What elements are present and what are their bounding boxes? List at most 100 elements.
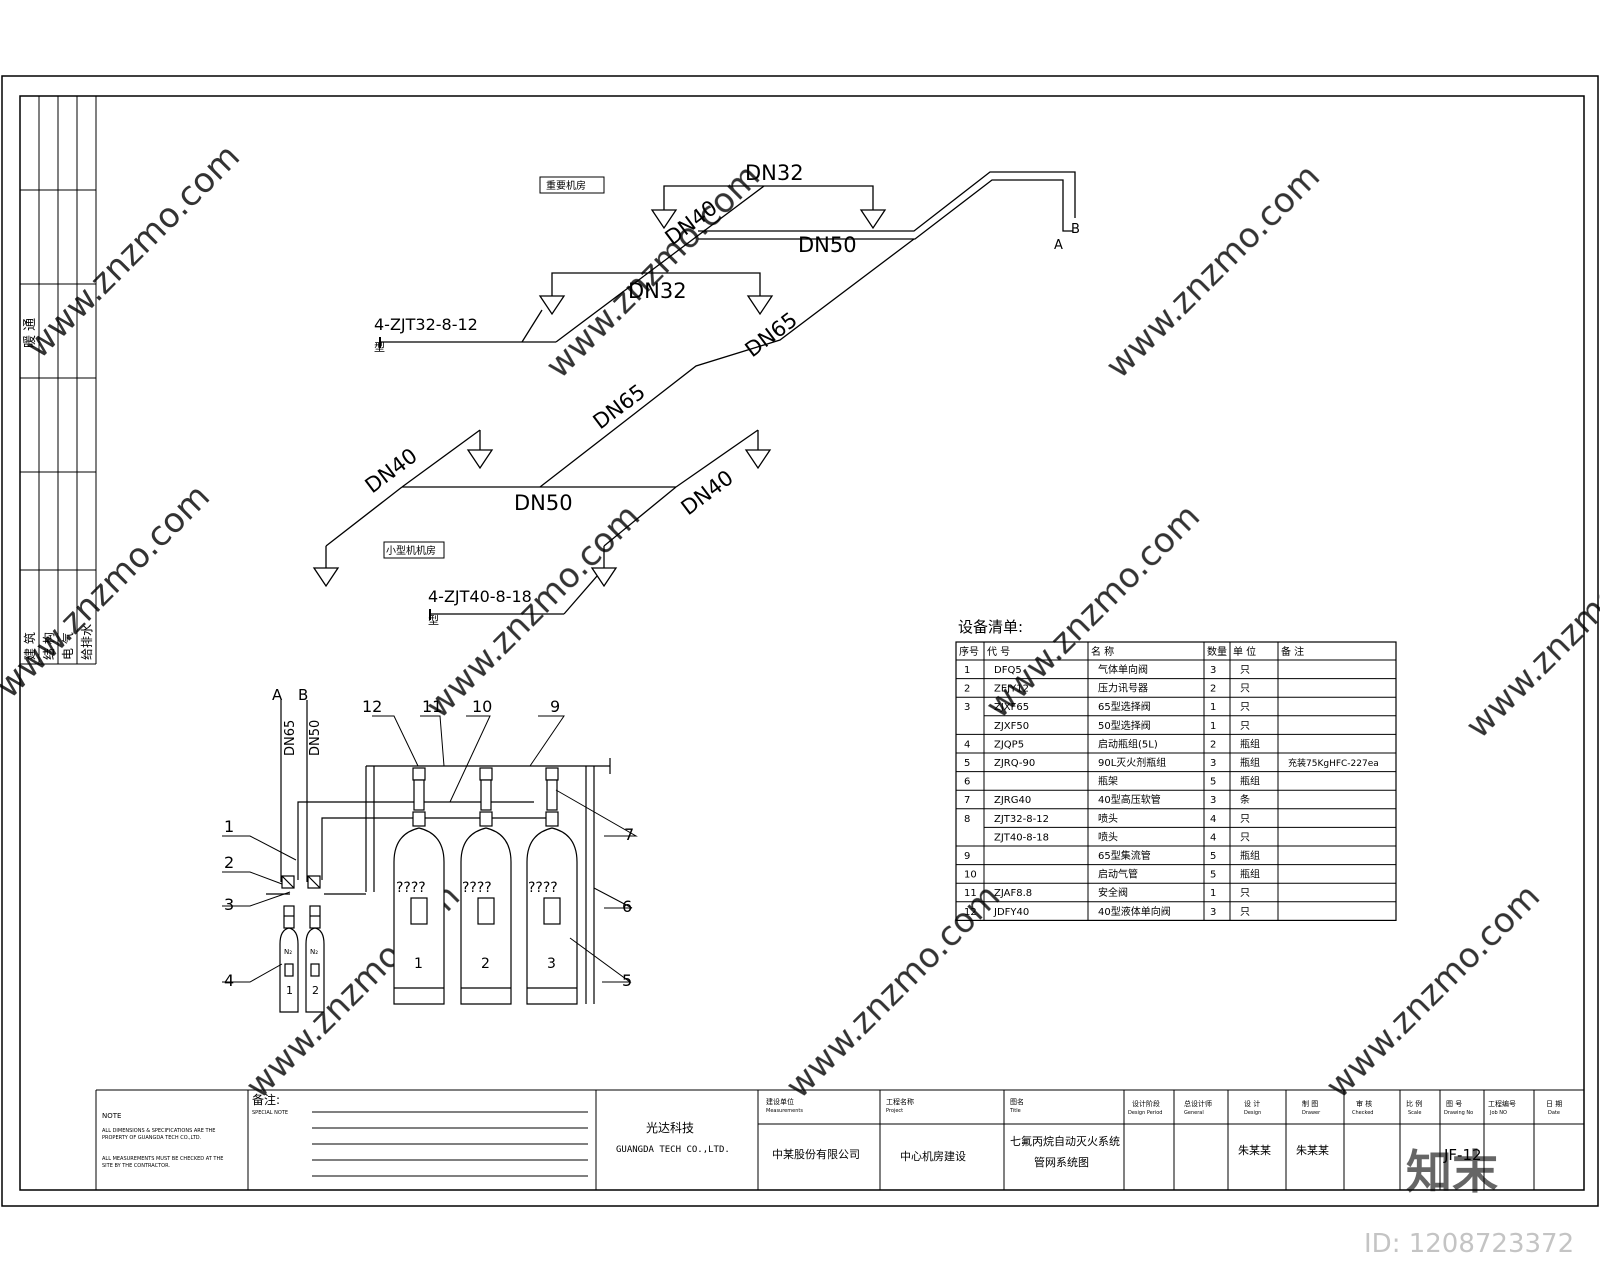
- table-cell: 6: [964, 777, 970, 788]
- agent-tank-mark-3: ????: [528, 880, 558, 896]
- strip-label-structure: 结 构: [41, 632, 56, 660]
- drawn-label: 制 图: [1302, 1099, 1318, 1108]
- callout-leaders: [222, 715, 638, 983]
- company-cn: 光达科技: [646, 1121, 694, 1135]
- room-label-upper: 重要机房: [546, 179, 586, 192]
- label-dn50-top: DN50: [798, 233, 857, 257]
- scale-sub: Scale: [1408, 1110, 1421, 1116]
- watermark: www.znzmo.com: [1458, 516, 1600, 746]
- table-cell: 1: [1210, 721, 1216, 732]
- callout-7: 7: [624, 825, 634, 844]
- note-line-2: PROPERTY OF GUANGDA TECH CO.,LTD.: [102, 1135, 202, 1141]
- table-cell: 3: [1210, 907, 1216, 918]
- supply-pipe-b: B: [298, 686, 308, 704]
- project-sub: Project: [886, 1108, 903, 1114]
- table-cell: 40型液体单向阀: [1098, 905, 1171, 918]
- inner-frame: [19, 95, 1585, 1191]
- label-dn40-left: DN40: [361, 444, 422, 498]
- date-sub: Date: [1548, 1110, 1560, 1116]
- watermark-layer: www.znzmo.com www.znzmo.com www.znzmo.co…: [0, 136, 1600, 1106]
- nozzle-model-lower: 4-ZJT40-8-18: [428, 587, 532, 606]
- remarks-label: 备注:: [252, 1092, 280, 1107]
- table-cell: 只: [1240, 832, 1250, 843]
- note-line-1: ALL DIMENSIONS & SPECIFICATIONS ARE THE: [102, 1128, 215, 1134]
- strip-label-hvac: 暖 通: [23, 318, 38, 348]
- table-cell: ZJRG40: [994, 795, 1031, 806]
- table-cell: 65型集流管: [1098, 849, 1151, 862]
- drawing-no-value: JF-12: [1443, 1146, 1482, 1164]
- nozzle-model-upper-suffix: 型: [374, 340, 385, 354]
- image-id: ID: 1208723372: [1364, 1229, 1574, 1259]
- table-cell: 只: [1240, 702, 1250, 713]
- nozzle-icon: [744, 449, 772, 470]
- watermark: www.znzmo.com: [1098, 156, 1328, 386]
- title-value-1: 七氟丙烷自动灭火系统: [1010, 1134, 1120, 1148]
- checked-label: 审 核: [1356, 1099, 1372, 1108]
- table-cell: 5: [1210, 851, 1216, 862]
- callout-9: 9: [550, 697, 560, 716]
- table-cell: 5: [964, 758, 970, 769]
- callout-12: 12: [362, 697, 382, 716]
- label-dn32-top: DN32: [745, 161, 804, 185]
- table-cell: 9: [964, 851, 970, 862]
- company-en: GUANGDA TECH CO.,LTD.: [616, 1145, 730, 1155]
- table-cell: 1: [1210, 702, 1216, 713]
- table-cell: 只: [1240, 888, 1250, 899]
- callout-10: 10: [472, 697, 492, 716]
- table-cell: 只: [1240, 721, 1250, 732]
- cylinder-system: [266, 700, 611, 1004]
- table-header-cell: 备 注: [1281, 645, 1304, 658]
- label-dn50-lower: DN50: [514, 491, 573, 515]
- remarks-sub: SPECIAL NOTE: [252, 1110, 288, 1116]
- label-end-b: B: [1071, 222, 1080, 237]
- design-stage-sub: Design Period: [1128, 1110, 1162, 1116]
- project-label: 工程名称: [886, 1097, 914, 1106]
- design-sub: Design: [1244, 1110, 1261, 1116]
- agent-tank-2: [460, 767, 512, 1005]
- table-cell: 1: [964, 665, 970, 676]
- table-cell: 4: [1210, 832, 1216, 843]
- nozzle-icon: [746, 295, 774, 316]
- watermark: www.znzmo.com: [418, 496, 648, 726]
- table-cell: 喷头: [1098, 831, 1118, 843]
- room-box-lower: [383, 541, 445, 559]
- table-cell: 瓶组: [1240, 775, 1260, 788]
- outer-frame: [1, 75, 1599, 1207]
- chief-sub: General: [1184, 1110, 1204, 1116]
- table-cell: 4: [964, 739, 970, 750]
- supply-pipe-b-size: DN50: [308, 720, 323, 756]
- table-cell: 瓶架: [1098, 775, 1118, 788]
- table-cell: DFQ5: [994, 665, 1022, 676]
- table-header-cell: 单 位: [1233, 645, 1256, 658]
- job-sub: Job NO: [1489, 1110, 1507, 1116]
- table-cell: ZJAF8.8: [994, 888, 1032, 899]
- nozzle-icon: [650, 209, 678, 230]
- callout-5: 5: [622, 971, 632, 990]
- table-cell: 90L灭火剂瓶组: [1098, 756, 1166, 769]
- callout-1: 1: [224, 817, 234, 836]
- table-cell: ZEJY12: [994, 684, 1029, 695]
- table-cell: ZJXF65: [994, 702, 1029, 713]
- table-cell: JDFY40: [993, 907, 1029, 918]
- table-cell: 瓶组: [1240, 737, 1260, 750]
- project-value: 中心机房建设: [900, 1149, 966, 1163]
- table-cell: 喷头: [1098, 813, 1118, 825]
- title-sub: Title: [1009, 1108, 1021, 1114]
- title-block: [95, 1089, 1584, 1190]
- table-cell: 5: [1210, 777, 1216, 788]
- table-cell: 5: [1210, 870, 1216, 881]
- label-dn65-upper: DN65: [741, 308, 802, 362]
- agent-tank-number-2: 2: [481, 956, 490, 972]
- scale-label: 比 例: [1406, 1099, 1422, 1108]
- table-cell: 3: [1210, 758, 1216, 769]
- table-cell: 2: [1210, 739, 1216, 750]
- design-value: 朱某某: [1238, 1144, 1271, 1157]
- table-cell: 3: [1210, 795, 1216, 806]
- watermark: www.znzmo.com: [1318, 876, 1548, 1106]
- table-cell: 瓶组: [1240, 756, 1260, 769]
- agent-tank-mark-2: ????: [462, 880, 492, 896]
- table-cell: 只: [1240, 684, 1250, 695]
- table-cell: 50型选择阀: [1098, 719, 1151, 732]
- table-header-cell: 名 称: [1091, 645, 1114, 658]
